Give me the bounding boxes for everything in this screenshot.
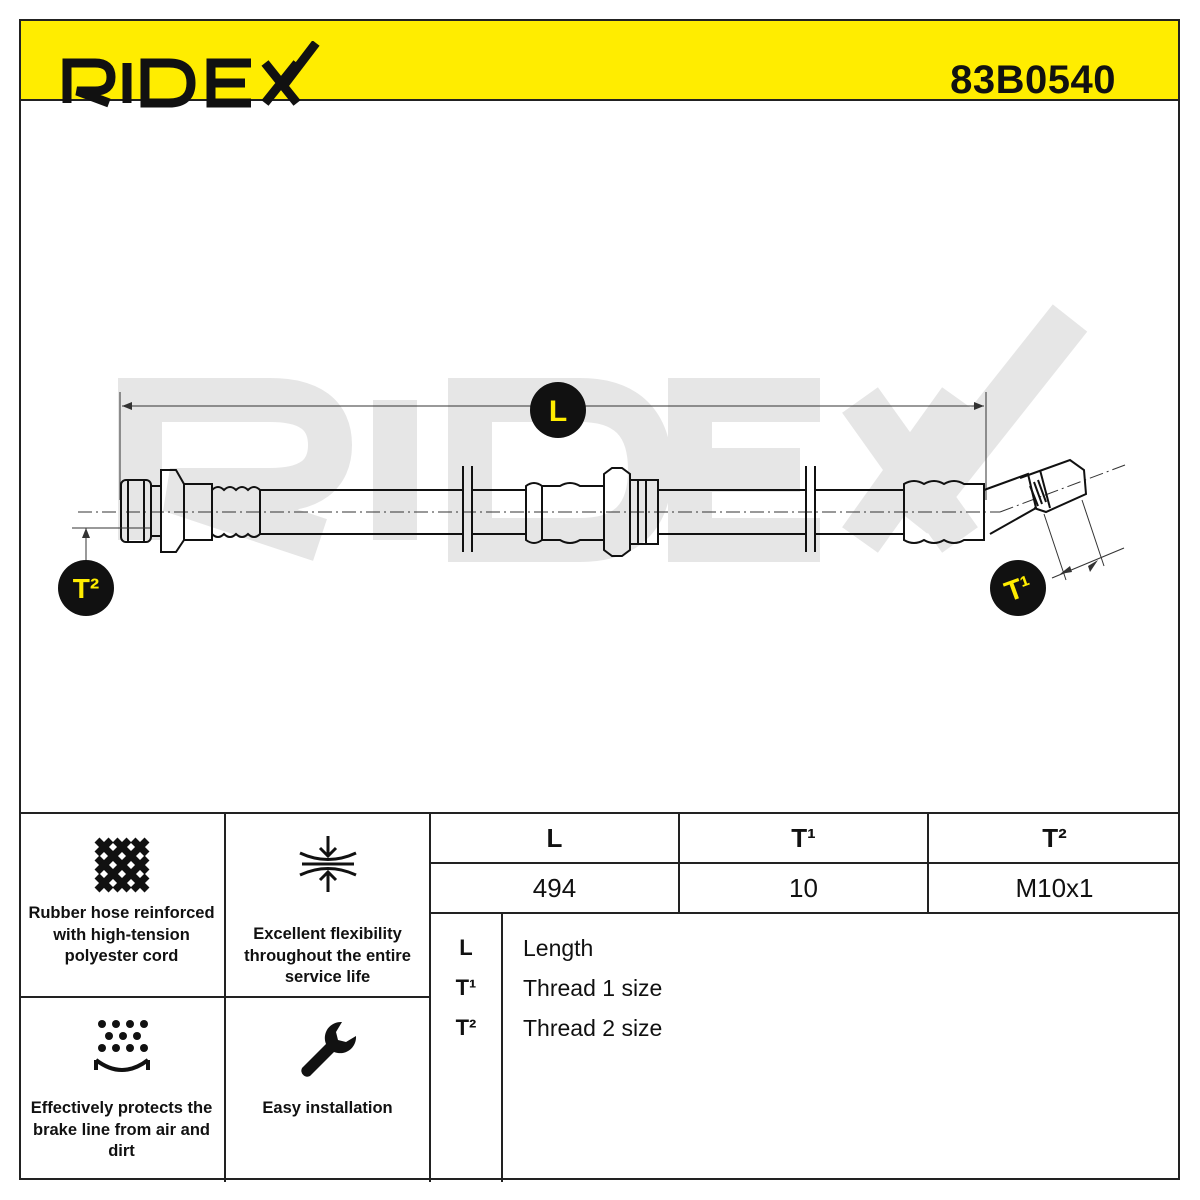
legend-description: Thread 1 size (523, 975, 663, 1001)
info-panel: Rubber hose reinforced with high-tension… (19, 812, 1180, 1182)
thread2-label: T² (73, 573, 99, 604)
mesh-icon (94, 837, 149, 893)
ridex-logo (62, 41, 320, 108)
feature-easy-install: Easy installation (226, 998, 431, 1182)
feature-flexibility: Excellent flexibility throughout the ent… (226, 814, 431, 998)
legend-symbol: L (459, 935, 473, 960)
wrench-icon (300, 1021, 356, 1077)
legend-symbol: T² (455, 1015, 477, 1040)
length-label: L (549, 395, 567, 428)
legend-row: L Length (431, 928, 1180, 968)
legend-row: T¹ Thread 1 size (431, 968, 1180, 1008)
legend-divider (501, 914, 503, 1182)
feature-text: Rubber hose reinforced with high-tension… (28, 904, 215, 965)
feature-text: Excellent flexibility throughout the ent… (244, 925, 411, 986)
feature-text: Effectively protects the brake line from… (30, 1099, 213, 1160)
legend: L Length T¹ Thread 1 size T² Thread 2 si… (431, 914, 1180, 1182)
spec-value-thread2: M10x1 (929, 864, 1180, 914)
hose-drawing: L T² T¹ (58, 304, 1126, 616)
legend-description: Length (523, 935, 594, 961)
header-bar: 83B0540 (19, 19, 1180, 108)
spec-table: L T¹ T² 494 10 M10x1 (431, 814, 1180, 914)
spec-header-thread2: T² (929, 814, 1180, 864)
dirt-protection-icon (93, 1020, 150, 1072)
spec-header-thread1: T¹ (680, 814, 929, 864)
ridex-watermark (118, 304, 1088, 562)
part-number: 83B0540 (950, 58, 1116, 102)
spec-value-length: 494 (431, 864, 680, 914)
legend-row: T² Thread 2 size (431, 1008, 1180, 1048)
legend-symbol: T¹ (455, 975, 477, 1000)
spec-header-length: L (431, 814, 680, 864)
feature-reinforced-hose: Rubber hose reinforced with high-tension… (19, 814, 226, 998)
feature-protection: Effectively protects the brake line from… (19, 998, 226, 1182)
flexibility-icon (298, 836, 357, 892)
spec-value-thread1: 10 (680, 864, 929, 914)
legend-description: Thread 2 size (523, 1015, 663, 1041)
feature-text: Easy installation (262, 1099, 393, 1117)
